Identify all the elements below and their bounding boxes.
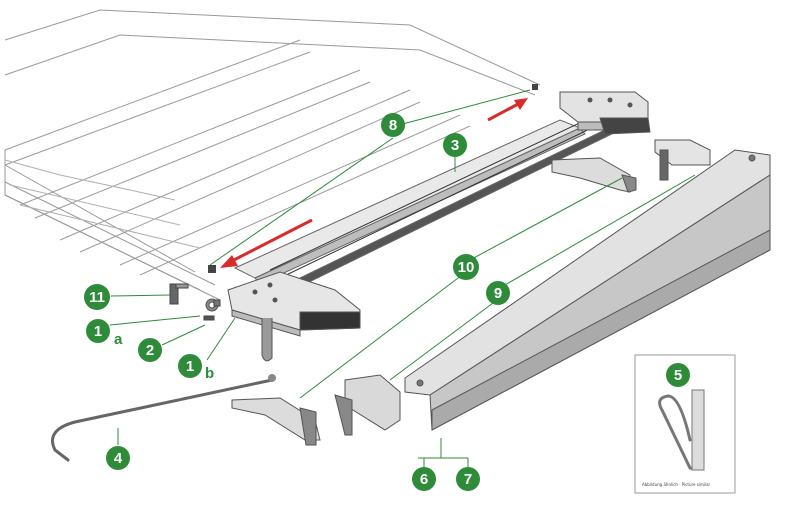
callout-3: 3 <box>443 133 467 157</box>
callout-2-label: 2 <box>146 342 154 359</box>
callout-1b-label: 1 <box>186 358 194 375</box>
leader-lines <box>109 89 696 468</box>
callout-8: 8 <box>381 113 405 137</box>
tension-rod <box>51 378 274 462</box>
red-arrows <box>220 98 528 268</box>
roof-frame <box>4 9 541 301</box>
callout-10: 10 <box>453 254 479 280</box>
spring-clip-rod <box>691 389 705 471</box>
callout-8-label: 8 <box>389 117 397 134</box>
callout-1a-suffix: a <box>114 331 123 348</box>
callout-6: 6 <box>412 467 436 491</box>
callout-11: 11 <box>84 284 110 310</box>
callout-10-label: 10 <box>458 259 475 276</box>
callout-11-label: 11 <box>89 289 105 306</box>
small-fasteners <box>203 299 221 321</box>
callout-1a: 1 a <box>86 319 123 348</box>
end-stop-lower <box>208 265 216 273</box>
top-mount-bracket <box>559 91 651 135</box>
carrier-rail-assembly <box>233 117 621 285</box>
bracket-part-10-right <box>551 157 637 193</box>
callout-6-label: 6 <box>420 471 428 488</box>
inset-caption: Abbildung ähnlich · Picture similar <box>642 482 711 487</box>
callout-2: 2 <box>138 338 162 362</box>
callout-3-label: 3 <box>451 137 459 154</box>
callout-5-label: 5 <box>674 367 682 384</box>
callout-9: 9 <box>486 281 510 305</box>
lower-mount-bracket <box>205 271 361 362</box>
callout-4: 4 <box>106 446 130 470</box>
callout-1b-suffix: b <box>205 365 214 382</box>
rod-end-knob <box>268 374 276 382</box>
callout-9-label: 9 <box>494 285 502 302</box>
end-cap-left <box>334 374 401 436</box>
end-stop-upper <box>532 84 538 90</box>
callout-1a-label: 1 <box>94 323 102 340</box>
clip-part-11 <box>169 283 189 305</box>
callout-7-label: 7 <box>464 471 472 488</box>
callout-5: 5 <box>666 363 690 387</box>
callout-4-label: 4 <box>114 450 123 467</box>
bracket-part-10-left <box>231 397 321 446</box>
wind-deflector-profile <box>404 149 771 431</box>
callout-1b: 1 b <box>178 354 214 382</box>
callout-7: 7 <box>456 467 480 491</box>
end-block-right <box>654 139 711 181</box>
